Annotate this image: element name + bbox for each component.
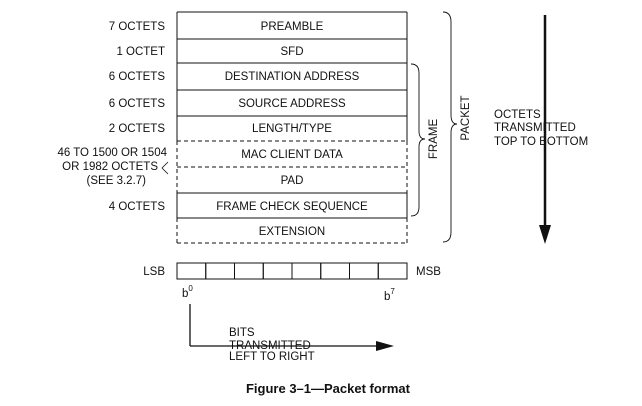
packet-brace (442, 11, 458, 243)
field-extension: EXTENSION (259, 226, 325, 238)
msb-label: MSB (416, 266, 441, 278)
client-data-pointer (161, 161, 169, 175)
bit-cells (176, 262, 408, 280)
last-bit-base: b (384, 291, 390, 303)
octet-order-group: OCTETS TRANSMITTED TOP TO BOTTOM (494, 15, 588, 244)
frame-brace (410, 63, 426, 217)
bit-cell (377, 262, 408, 280)
bit-cell (349, 262, 379, 280)
bit-cell (291, 262, 322, 280)
octet-labels: 7 OCTETS 1 OCTET 6 OCTETS 6 OCTETS 2 OCT… (57, 21, 169, 213)
frame-brace-group: FRAME (410, 63, 440, 217)
field-pad: PAD (281, 175, 304, 187)
bit-order-group: BITS TRANSMITTED LEFT TO RIGHT (189, 304, 394, 363)
octets-label-client-data-line3: (SEE 3.2.7) (87, 175, 147, 187)
lsb-label: LSB (143, 266, 165, 278)
packet-label: PACKET (460, 95, 472, 140)
last-bit-label: b7 (384, 287, 395, 303)
last-bit-sup: 7 (390, 287, 395, 296)
octet-order-line2: TRANSMITTED (494, 122, 576, 134)
bit-order-line1: BITS (229, 327, 255, 339)
octet-order-arrowhead (539, 225, 551, 244)
first-bit-label: b0 (182, 284, 193, 300)
octets-label-length-type: 2 OCTETS (109, 123, 166, 135)
field-preamble: PREAMBLE (261, 21, 324, 33)
frame-label: FRAME (428, 119, 440, 160)
packet-brace-group: PACKET (442, 11, 472, 243)
bit-cell (176, 262, 207, 280)
field-frame-check-sequence: FRAME CHECK SEQUENCE (216, 201, 368, 213)
bit-cell (320, 262, 350, 280)
octets-label-frame-check-sequence: 4 OCTETS (109, 201, 166, 213)
octets-label-preamble: 7 OCTETS (109, 21, 166, 33)
octets-label-destination-address: 6 OCTETS (109, 71, 166, 83)
bit-order-arrowhead (376, 341, 394, 351)
field-source-address: SOURCE ADDRESS (238, 98, 346, 110)
octets-label-client-data-line2: OR 1982 OCTETS (62, 161, 158, 173)
octets-label-client-data-line1: 46 TO 1500 OR 1504 (57, 147, 167, 159)
field-mac-client-data: MAC CLIENT DATA (241, 149, 343, 161)
field-sfd: SFD (281, 46, 304, 58)
bit-order-line3: LEFT TO RIGHT (229, 351, 315, 363)
field-destination-address: DESTINATION ADDRESS (225, 71, 360, 83)
octet-order-line1: OCTETS (494, 109, 541, 121)
bit-cell (205, 262, 235, 280)
figure-caption: Figure 3–1—Packet format (246, 381, 411, 396)
octet-order-line3: TOP TO BOTTOM (494, 136, 588, 148)
bit-row: LSB MSB b0 b7 (143, 262, 441, 303)
field-length-type: LENGTH/TYPE (252, 123, 332, 135)
first-bit-base: b (182, 288, 188, 300)
first-bit-sup: 0 (188, 284, 193, 293)
bit-order-line2: TRANSMITTED (229, 340, 311, 352)
octets-label-source-address: 6 OCTETS (109, 98, 166, 110)
packet-fields: PREAMBLE SFD DESTINATION ADDRESS SOURCE … (176, 11, 408, 244)
octets-label-sfd: 1 OCTET (116, 46, 165, 58)
bit-cell (262, 262, 293, 280)
bit-cell (234, 262, 264, 280)
